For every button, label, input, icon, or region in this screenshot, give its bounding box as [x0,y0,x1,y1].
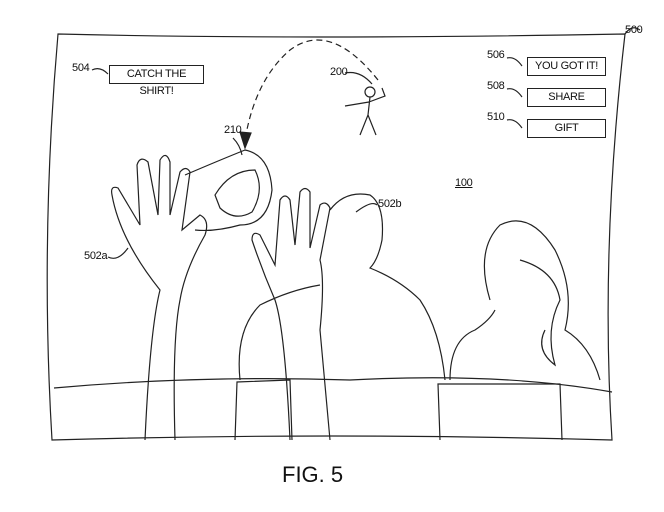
person-woman [449,220,601,381]
ref-100: 100 [455,177,473,189]
ref-508: 508 [487,80,505,92]
ref-506: 506 [487,49,505,61]
leader-200 [344,71,373,85]
thrower-figure [344,86,386,136]
arrowhead-icon [239,131,252,150]
leader-502a [107,247,129,259]
person-bald [238,193,446,381]
seat-row [53,377,613,393]
leader-500 [624,27,641,35]
share-button[interactable]: SHARE [527,88,606,107]
leader-504 [91,68,109,75]
leader-210 [232,137,243,156]
screen-frame [46,33,626,441]
leader-502b [355,202,378,213]
throw-trajectory [244,39,379,141]
gift-button[interactable]: GIFT [527,119,606,138]
you-got-it-button[interactable]: YOU GOT IT! [527,57,606,76]
shirt [184,149,273,232]
ref-500: 500 [625,24,643,36]
ref-200: 200 [330,66,348,78]
ref-510: 510 [487,111,505,123]
hand-left [111,154,208,441]
leader-508 [506,88,523,98]
ref-502b: 502b [378,198,402,210]
hand-right [251,187,331,441]
figure-caption: FIG. 5 [282,462,344,487]
leader-506 [506,57,523,67]
catch-the-shirt-prompt: CATCH THE SHIRT! [109,65,204,97]
ref-210: 210 [224,124,242,136]
ref-504: 504 [72,62,90,74]
leader-510 [506,119,523,129]
ref-502a: 502a [84,250,108,262]
